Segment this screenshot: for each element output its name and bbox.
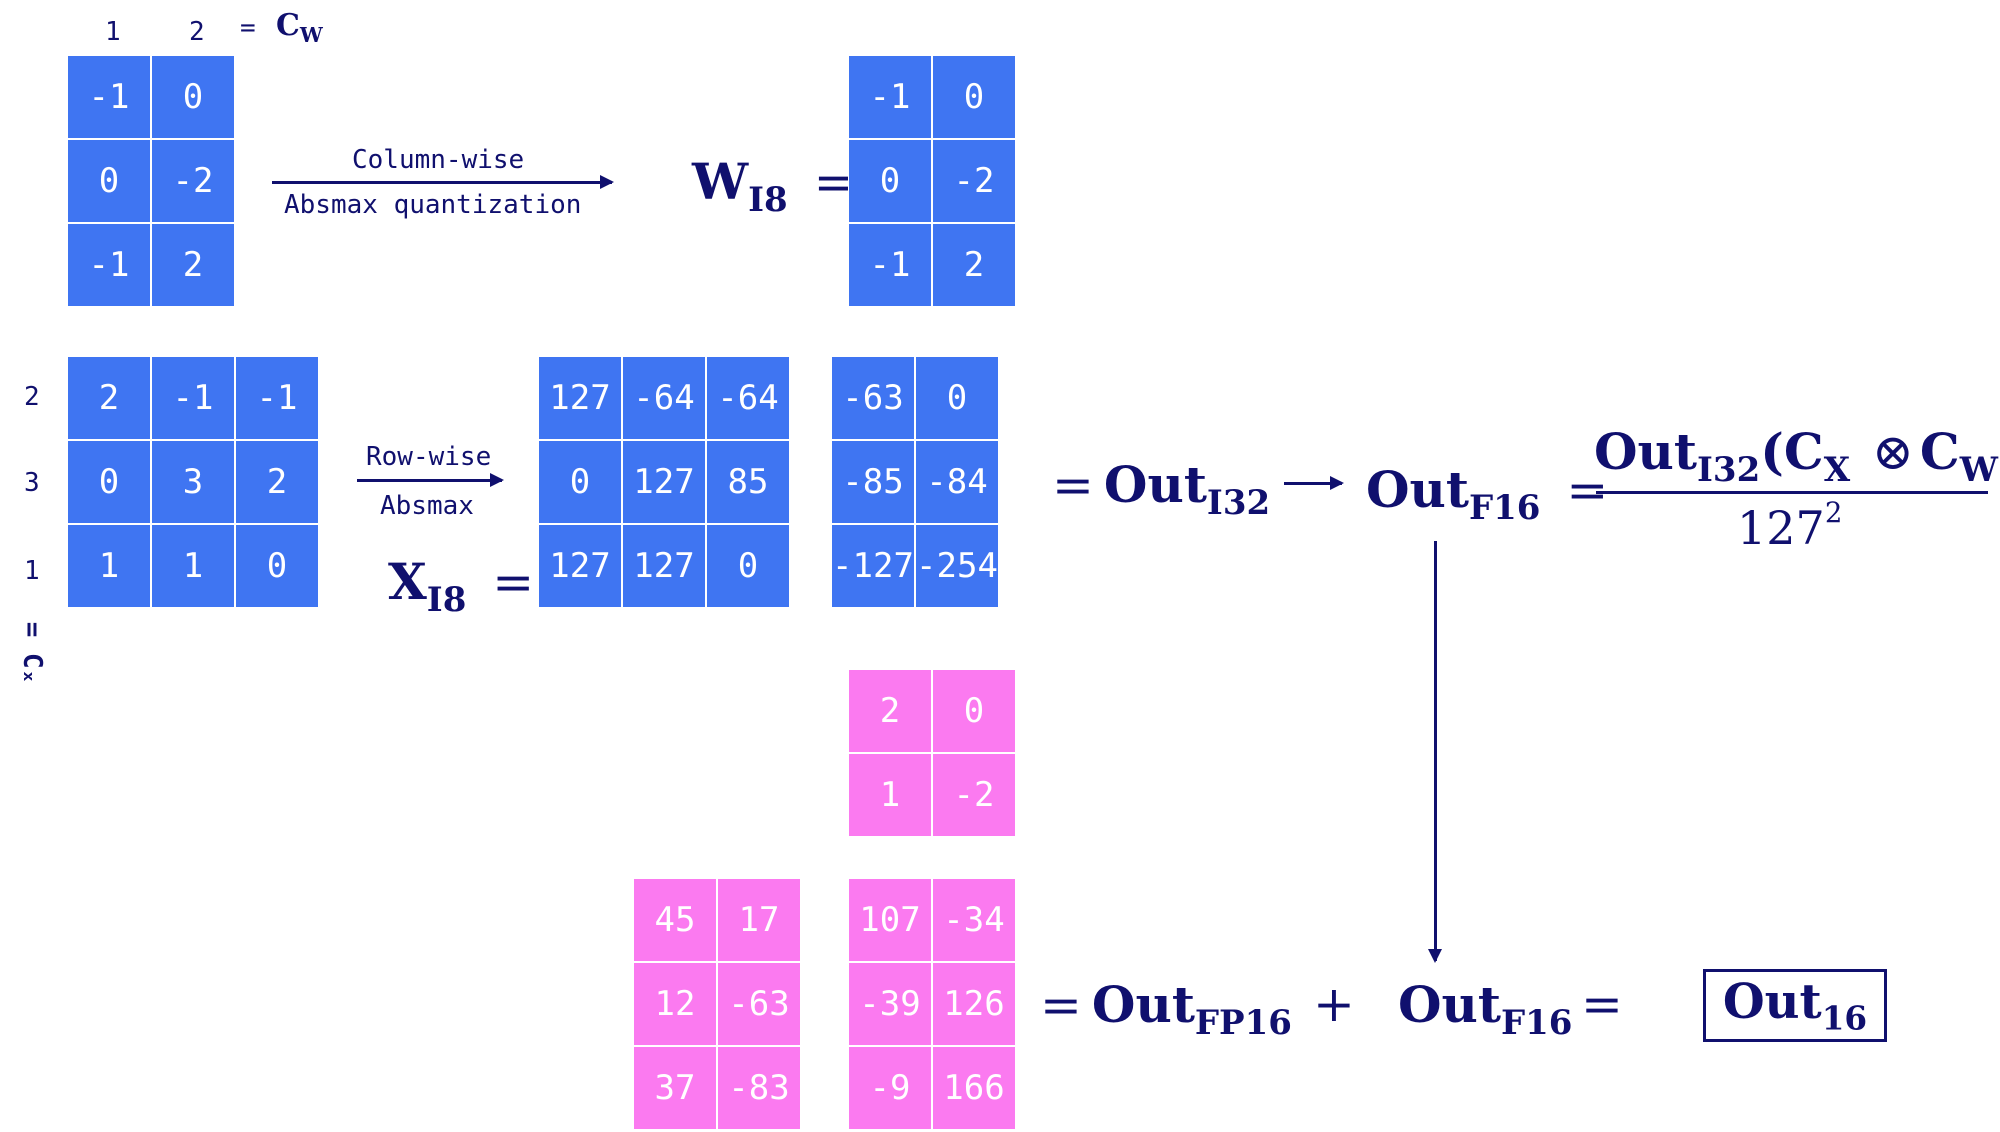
matrix-cell: -2 [151,139,235,223]
matrix-cell: 127 [538,524,622,608]
row-wise-label: Row-wise [366,442,492,472]
out-f16-label: OutF16 = [1366,460,1609,528]
matrix-cell: 107 [848,878,932,962]
row-wise-arrow [357,473,504,487]
matrix-cell: -254 [915,524,999,608]
matrix-cell: 0 [932,669,1016,753]
matrix-cell: 166 [932,1046,1016,1130]
matrix-cell: 0 [235,524,319,608]
cw-label: CW [276,8,323,48]
matrix-cell: -1 [235,356,319,440]
matrix-cell: -1 [67,55,151,139]
matrix-cell: 2 [932,223,1016,307]
matrix-cell: -83 [717,1046,801,1130]
matrix-cell: 1 [151,524,235,608]
column-wise-label: Column-wise [352,145,525,175]
matrix-cell: 126 [932,962,1016,1046]
cw-col-index-2: 2 [189,17,205,47]
matrix-cell: 12 [633,962,717,1046]
matrix-cell: -1 [848,223,932,307]
final-output-label: Out16 [1722,973,1868,1038]
w-i8-label: WI8 = [692,152,856,220]
row-absmax-label: Absmax [380,491,474,521]
matrix-cell: 127 [538,356,622,440]
matrix-cell: -1 [151,356,235,440]
matrix-cell: 2 [235,440,319,524]
final-equals: = [1581,975,1623,1033]
matrix-cell: 0 [67,139,151,223]
matrix-cell: 0 [848,139,932,223]
dequant-formula-denominator: 1272 [1737,496,1843,556]
matrix-cell: -63 [717,962,801,1046]
matrix-cell: 2 [848,669,932,753]
matrix-cell: 3 [151,440,235,524]
cw-col-index-1: 1 [105,17,121,47]
dequant-formula-numerator: OutI32(CX ⊗CW) [1594,422,2000,490]
matrix-cell: 0 [538,440,622,524]
matrix-cell: -64 [706,356,790,440]
matrix-cell: -1 [848,55,932,139]
matrix-cell: -39 [848,962,932,1046]
cx-row-index-2: 3 [24,468,40,498]
cx-label: = Cₓ [17,621,47,685]
matrix-cell: 2 [151,223,235,307]
combine-arrow [1428,541,1442,963]
matrix-cell: 0 [932,55,1016,139]
matrix-cell: 1 [848,753,932,837]
final-output-box: Out16 [1703,969,1887,1042]
matrix-cell: -84 [915,440,999,524]
matrix-cell: -34 [932,878,1016,962]
matrix-cell: 127 [622,524,706,608]
cw-equals: = [240,13,256,43]
matrix-cell: 0 [706,524,790,608]
matrix-cell: -85 [831,440,915,524]
matrix-cell: 0 [151,55,235,139]
matrix-cell: -63 [831,356,915,440]
matrix-cell: -9 [848,1046,932,1130]
matrix-cell: 85 [706,440,790,524]
dequantize-arrow [1284,476,1344,490]
x-i8-label: XI8 = [388,552,535,620]
cx-row-index-1: 2 [24,382,40,412]
matrix-cell: 127 [622,440,706,524]
plus-sign: + [1313,975,1355,1033]
absmax-quantization-label: Absmax quantization [284,190,582,220]
matrix-cell: 0 [67,440,151,524]
matrix-cell: 37 [633,1046,717,1130]
matrix-cell: 45 [633,878,717,962]
out-f16-bottom-label: OutF16 [1398,975,1573,1043]
matrix-cell: -2 [932,139,1016,223]
matrix-cell: 2 [67,356,151,440]
column-wise-arrow [272,175,614,189]
matrix-cell: 0 [915,356,999,440]
matrix-cell: -1 [67,223,151,307]
matrix-cell: -127 [831,524,915,608]
out-i32-label: =OutI32 [1052,455,1271,523]
fraction-bar [1596,491,1988,494]
matrix-cell: -64 [622,356,706,440]
matrix-cell: 1 [67,524,151,608]
matrix-cell: 17 [717,878,801,962]
out-fp16-label: =OutFP16 [1040,975,1292,1043]
matrix-cell: -2 [932,753,1016,837]
cx-row-index-3: 1 [24,556,40,586]
